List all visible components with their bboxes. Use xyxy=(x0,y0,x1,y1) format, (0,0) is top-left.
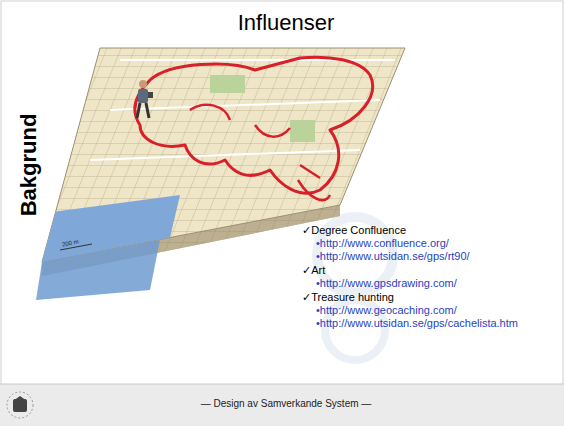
list-link: •http://www.utsidan.se/gps/rt90/ xyxy=(316,250,470,263)
list-item: ✓Art xyxy=(302,264,325,277)
list-link: •http://www.gpsdrawing.com/ xyxy=(316,277,457,290)
footer-text: — Design av Samverkande System — xyxy=(4,398,564,410)
list-link: •http://www.utsidan.se/gps/cachelista.ht… xyxy=(316,317,526,330)
list-item: ✓Treasure hunting xyxy=(302,291,394,304)
list-item: ✓Degree Confluence xyxy=(302,224,406,237)
footer-rule xyxy=(0,384,564,385)
list-link: •http://www.geocaching.com/ xyxy=(316,304,457,317)
list-link: •http://www.confluence.org/ xyxy=(316,237,449,250)
map-illustration xyxy=(20,48,405,300)
walking-person xyxy=(137,80,153,118)
slide-title: Influenser xyxy=(4,10,564,36)
section-label: Bakgrund xyxy=(16,114,42,217)
university-logo xyxy=(7,392,33,418)
